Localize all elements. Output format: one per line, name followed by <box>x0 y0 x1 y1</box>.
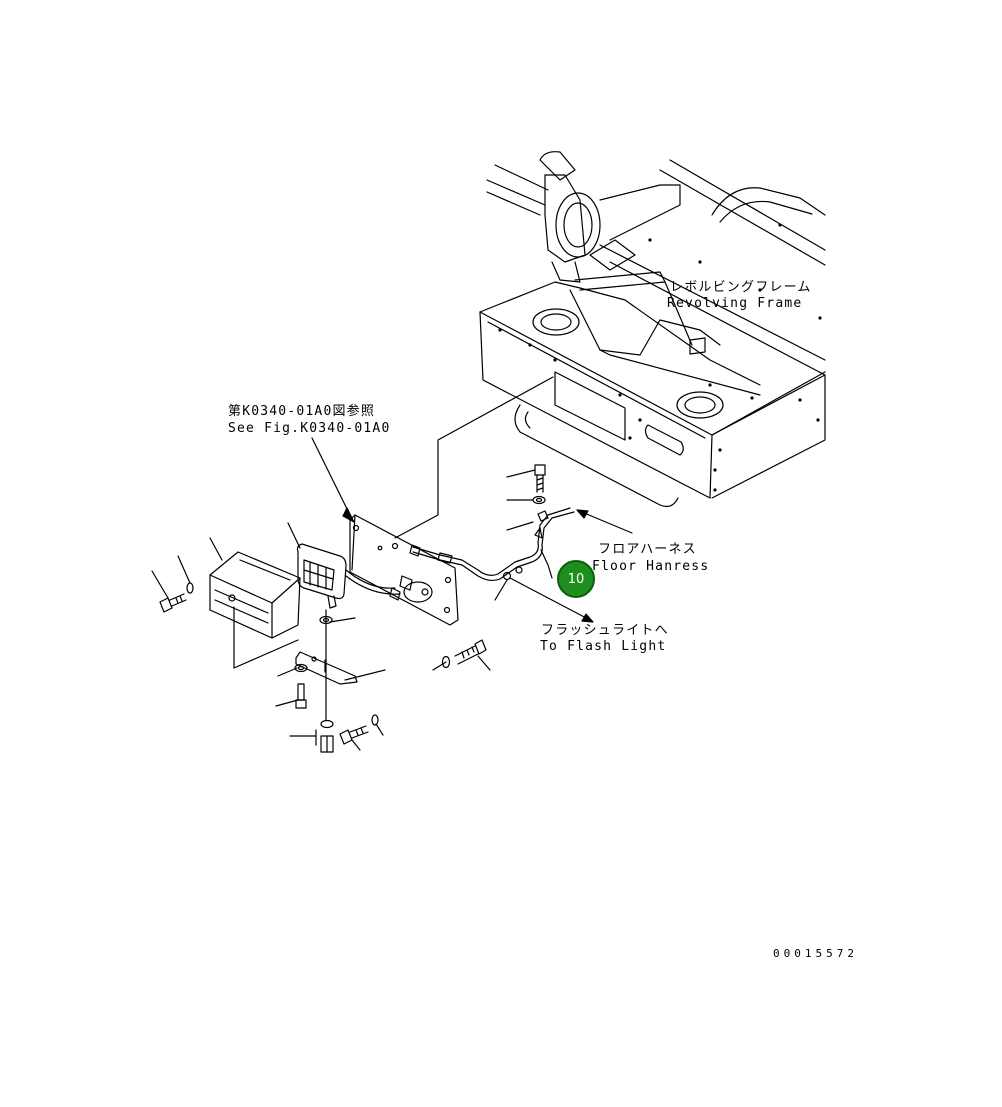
lamp-bracket-plate <box>349 514 459 626</box>
see-fig-label-jp: 第K0340-01A0図参照 <box>228 404 376 419</box>
revolving-frame-label-jp: レボルビングフレーム <box>670 280 812 295</box>
hardware-parts <box>159 464 546 753</box>
part-callout-10[interactable]: 10 <box>557 560 595 598</box>
work-lamp <box>296 543 401 609</box>
harness-wiring <box>409 507 575 582</box>
revolving-frame-label-en: Revolving Frame <box>667 296 803 311</box>
revolving-frame <box>479 151 826 508</box>
drawing-number: 00015572 <box>773 947 858 960</box>
floor-harness-label-en: Floor Hanress <box>592 559 710 574</box>
see-fig-label-en: See Fig.K0340-01A0 <box>228 421 391 436</box>
flash-light-label-jp: フラッシュライトへ <box>541 623 669 638</box>
leader-lines <box>311 281 693 623</box>
flash-light-label-en: To Flash Light <box>540 639 667 654</box>
lamp-guard <box>209 551 301 639</box>
callout-leaders <box>151 469 553 751</box>
floor-harness-label-jp: フロアハーネス <box>598 542 697 557</box>
